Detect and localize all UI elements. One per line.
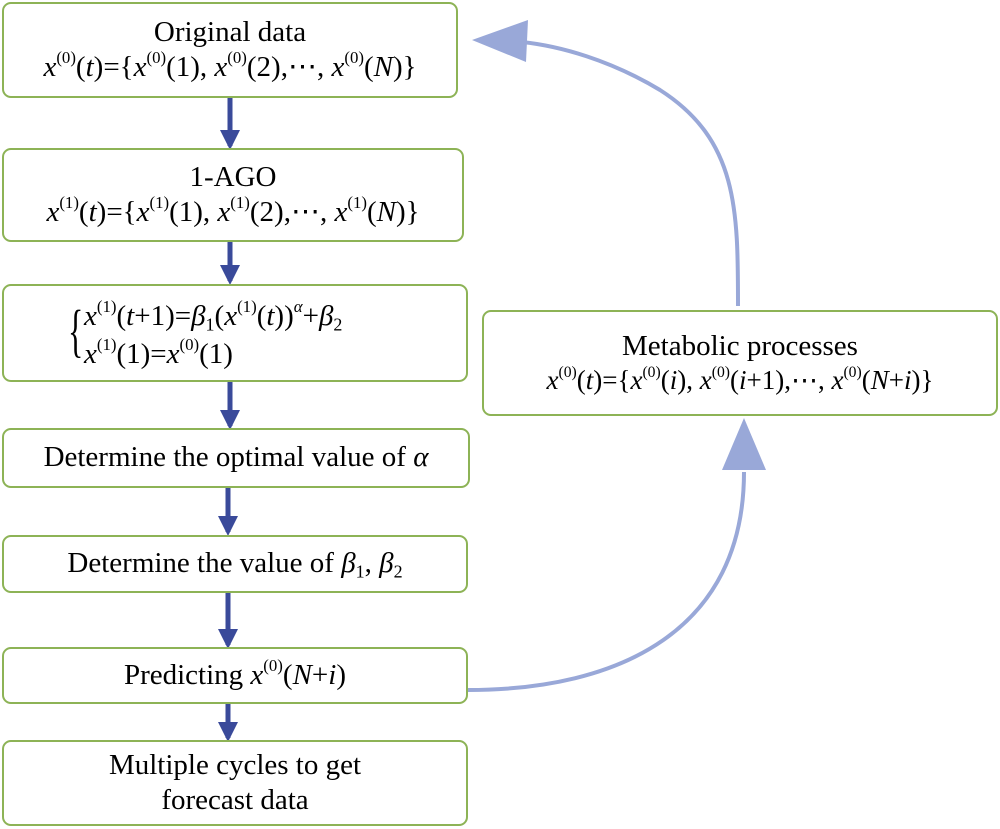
predicting-box: Predicting x(0)(N+i) [2, 647, 468, 704]
multiple-cycles-line-1: Multiple cycles to get [108, 748, 362, 781]
original-data-box: Original data x(0)(t)={x(0)(1), x(0)(2),… [2, 2, 458, 98]
down-arrows [218, 98, 240, 742]
arrowhead-original [472, 20, 528, 62]
metabolic-processes-equation: x(0)(t)={x(0)(i), x(0)(i+1),⋯, x(0)(N+i)… [546, 364, 934, 396]
metabolic-processes-box: Metabolic processes x(0)(t)={x(0)(i), x(… [482, 310, 998, 416]
determine-beta-text: Determine the value of β1, β2 [67, 547, 403, 582]
multiple-cycles-box: Multiple cycles to get forecast data [2, 740, 468, 826]
equation-brace: { [68, 298, 84, 363]
arrowhead-metabolic [722, 418, 766, 470]
ago-equation: x(1)(t)={x(1)(1), x(1)(2),⋯, x(1)(N)} [46, 192, 420, 228]
determine-alpha-text: Determine the optimal value of α [43, 441, 429, 474]
arrow-metabolic-to-original [521, 40, 740, 307]
determine-beta-box: Determine the value of β1, β2 [2, 535, 468, 593]
arrow-predict-to-metabolic [467, 471, 746, 692]
model-equation-line-1: x(1)(t+1)=β1(x(1)(t))α+β2 [84, 296, 343, 335]
ago-title: 1-AGO [189, 160, 277, 193]
model-equation-box: { x(1)(t+1)=β1(x(1)(t))α+β2 x(1)(1)=x(0)… [2, 284, 468, 382]
multiple-cycles-line-2: forecast data [161, 784, 309, 816]
determine-alpha-box: Determine the optimal value of α [2, 428, 470, 488]
original-data-equation: x(0)(t)={x(0)(1), x(0)(2),⋯, x(0)(N)} [43, 47, 417, 83]
ago-box: 1-AGO x(1)(t)={x(1)(1), x(1)(2),⋯, x(1)(… [2, 148, 464, 242]
feedback-arrows [467, 20, 766, 692]
metabolic-processes-title: Metabolic processes [622, 329, 858, 362]
original-data-title: Original data [153, 15, 307, 48]
predicting-text: Predicting x(0)(N+i) [123, 655, 347, 691]
model-equation-line-2: x(1)(1)=x(0)(1) [84, 334, 233, 370]
